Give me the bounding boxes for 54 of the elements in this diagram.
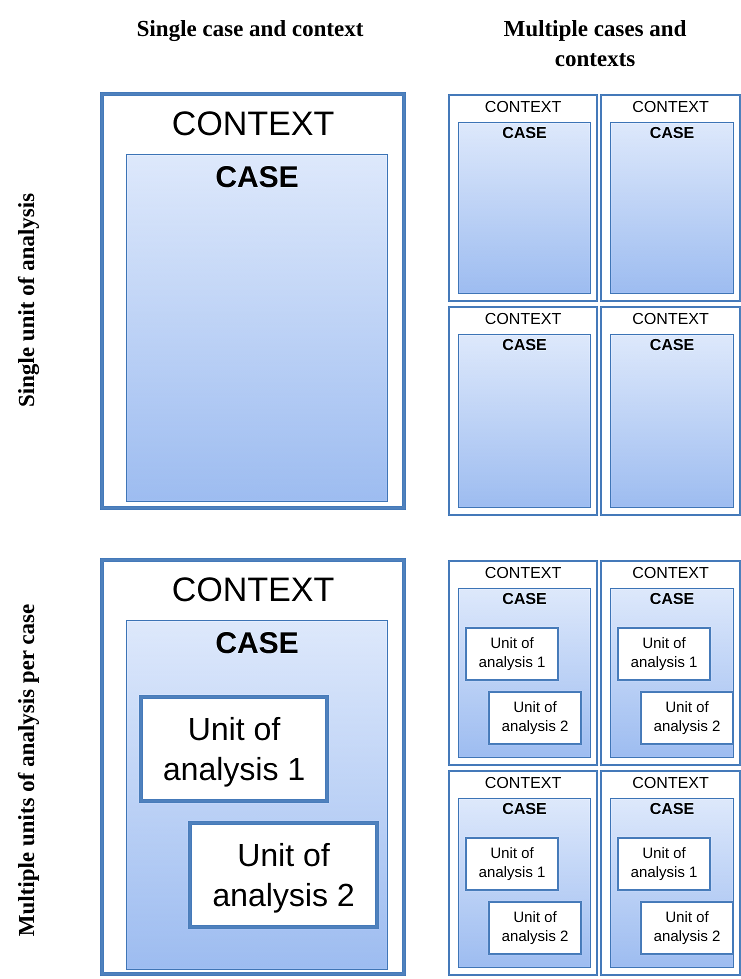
case-panel — [610, 798, 734, 968]
column-heading: Multiple cases and contexts — [502, 15, 688, 73]
unit-of-analysis-box: Unit of analysis 1 — [465, 627, 559, 681]
context-panel — [448, 94, 598, 302]
case-panel — [126, 620, 388, 970]
unit-of-analysis-box: Unit of analysis 2 — [488, 691, 582, 745]
case-panel — [458, 798, 591, 968]
context-panel — [600, 770, 741, 976]
case-panel — [458, 334, 591, 508]
context-panel — [100, 558, 406, 976]
context-panel — [448, 306, 598, 516]
case-label: CASE — [214, 161, 300, 194]
case-panel — [126, 154, 388, 502]
context-label: CONTEXT — [484, 311, 562, 329]
context-label: CONTEXT — [631, 99, 710, 117]
context-panel — [448, 770, 598, 976]
context-label: CONTEXT — [631, 775, 710, 793]
context-label: CONTEXT — [170, 106, 336, 144]
unit-of-analysis-box: Unit of analysis 1 — [465, 837, 559, 891]
case-label: CASE — [214, 627, 300, 660]
context-label: CONTEXT — [170, 572, 336, 610]
context-panel — [600, 306, 741, 516]
case-label: CASE — [501, 591, 548, 609]
row-heading: Single unit of analysis — [13, 192, 40, 410]
context-label: CONTEXT — [484, 99, 562, 117]
context-panel — [100, 92, 406, 510]
case-label: CASE — [501, 125, 548, 143]
case-panel — [610, 122, 734, 294]
context-panel — [600, 560, 741, 766]
case-label: CASE — [648, 337, 696, 355]
case-label: CASE — [648, 125, 696, 143]
case-label: CASE — [648, 801, 696, 819]
unit-of-analysis-box: Unit of analysis 1 — [617, 837, 711, 891]
row-heading: Multiple units of analysis per case — [13, 602, 40, 938]
unit-of-analysis-box: Unit of analysis 1 — [139, 695, 329, 803]
context-panel — [600, 94, 741, 302]
case-panel — [458, 122, 591, 294]
case-label: CASE — [501, 337, 548, 355]
context-panel — [448, 560, 598, 766]
case-panel — [458, 588, 591, 758]
context-label: CONTEXT — [631, 565, 710, 583]
unit-of-analysis-box: Unit of analysis 2 — [188, 821, 379, 929]
unit-of-analysis-box: Unit of analysis 1 — [617, 627, 711, 681]
case-panel — [610, 334, 734, 508]
case-label: CASE — [501, 801, 548, 819]
context-label: CONTEXT — [484, 565, 562, 583]
case-label: CASE — [648, 591, 696, 609]
unit-of-analysis-box: Unit of analysis 2 — [488, 901, 582, 955]
unit-of-analysis-box: Unit of analysis 2 — [640, 691, 734, 745]
unit-of-analysis-box: Unit of analysis 2 — [640, 901, 734, 955]
column-heading: Single case and context — [136, 15, 364, 44]
context-label: CONTEXT — [484, 775, 562, 793]
case-panel — [610, 588, 734, 758]
context-label: CONTEXT — [631, 311, 710, 329]
